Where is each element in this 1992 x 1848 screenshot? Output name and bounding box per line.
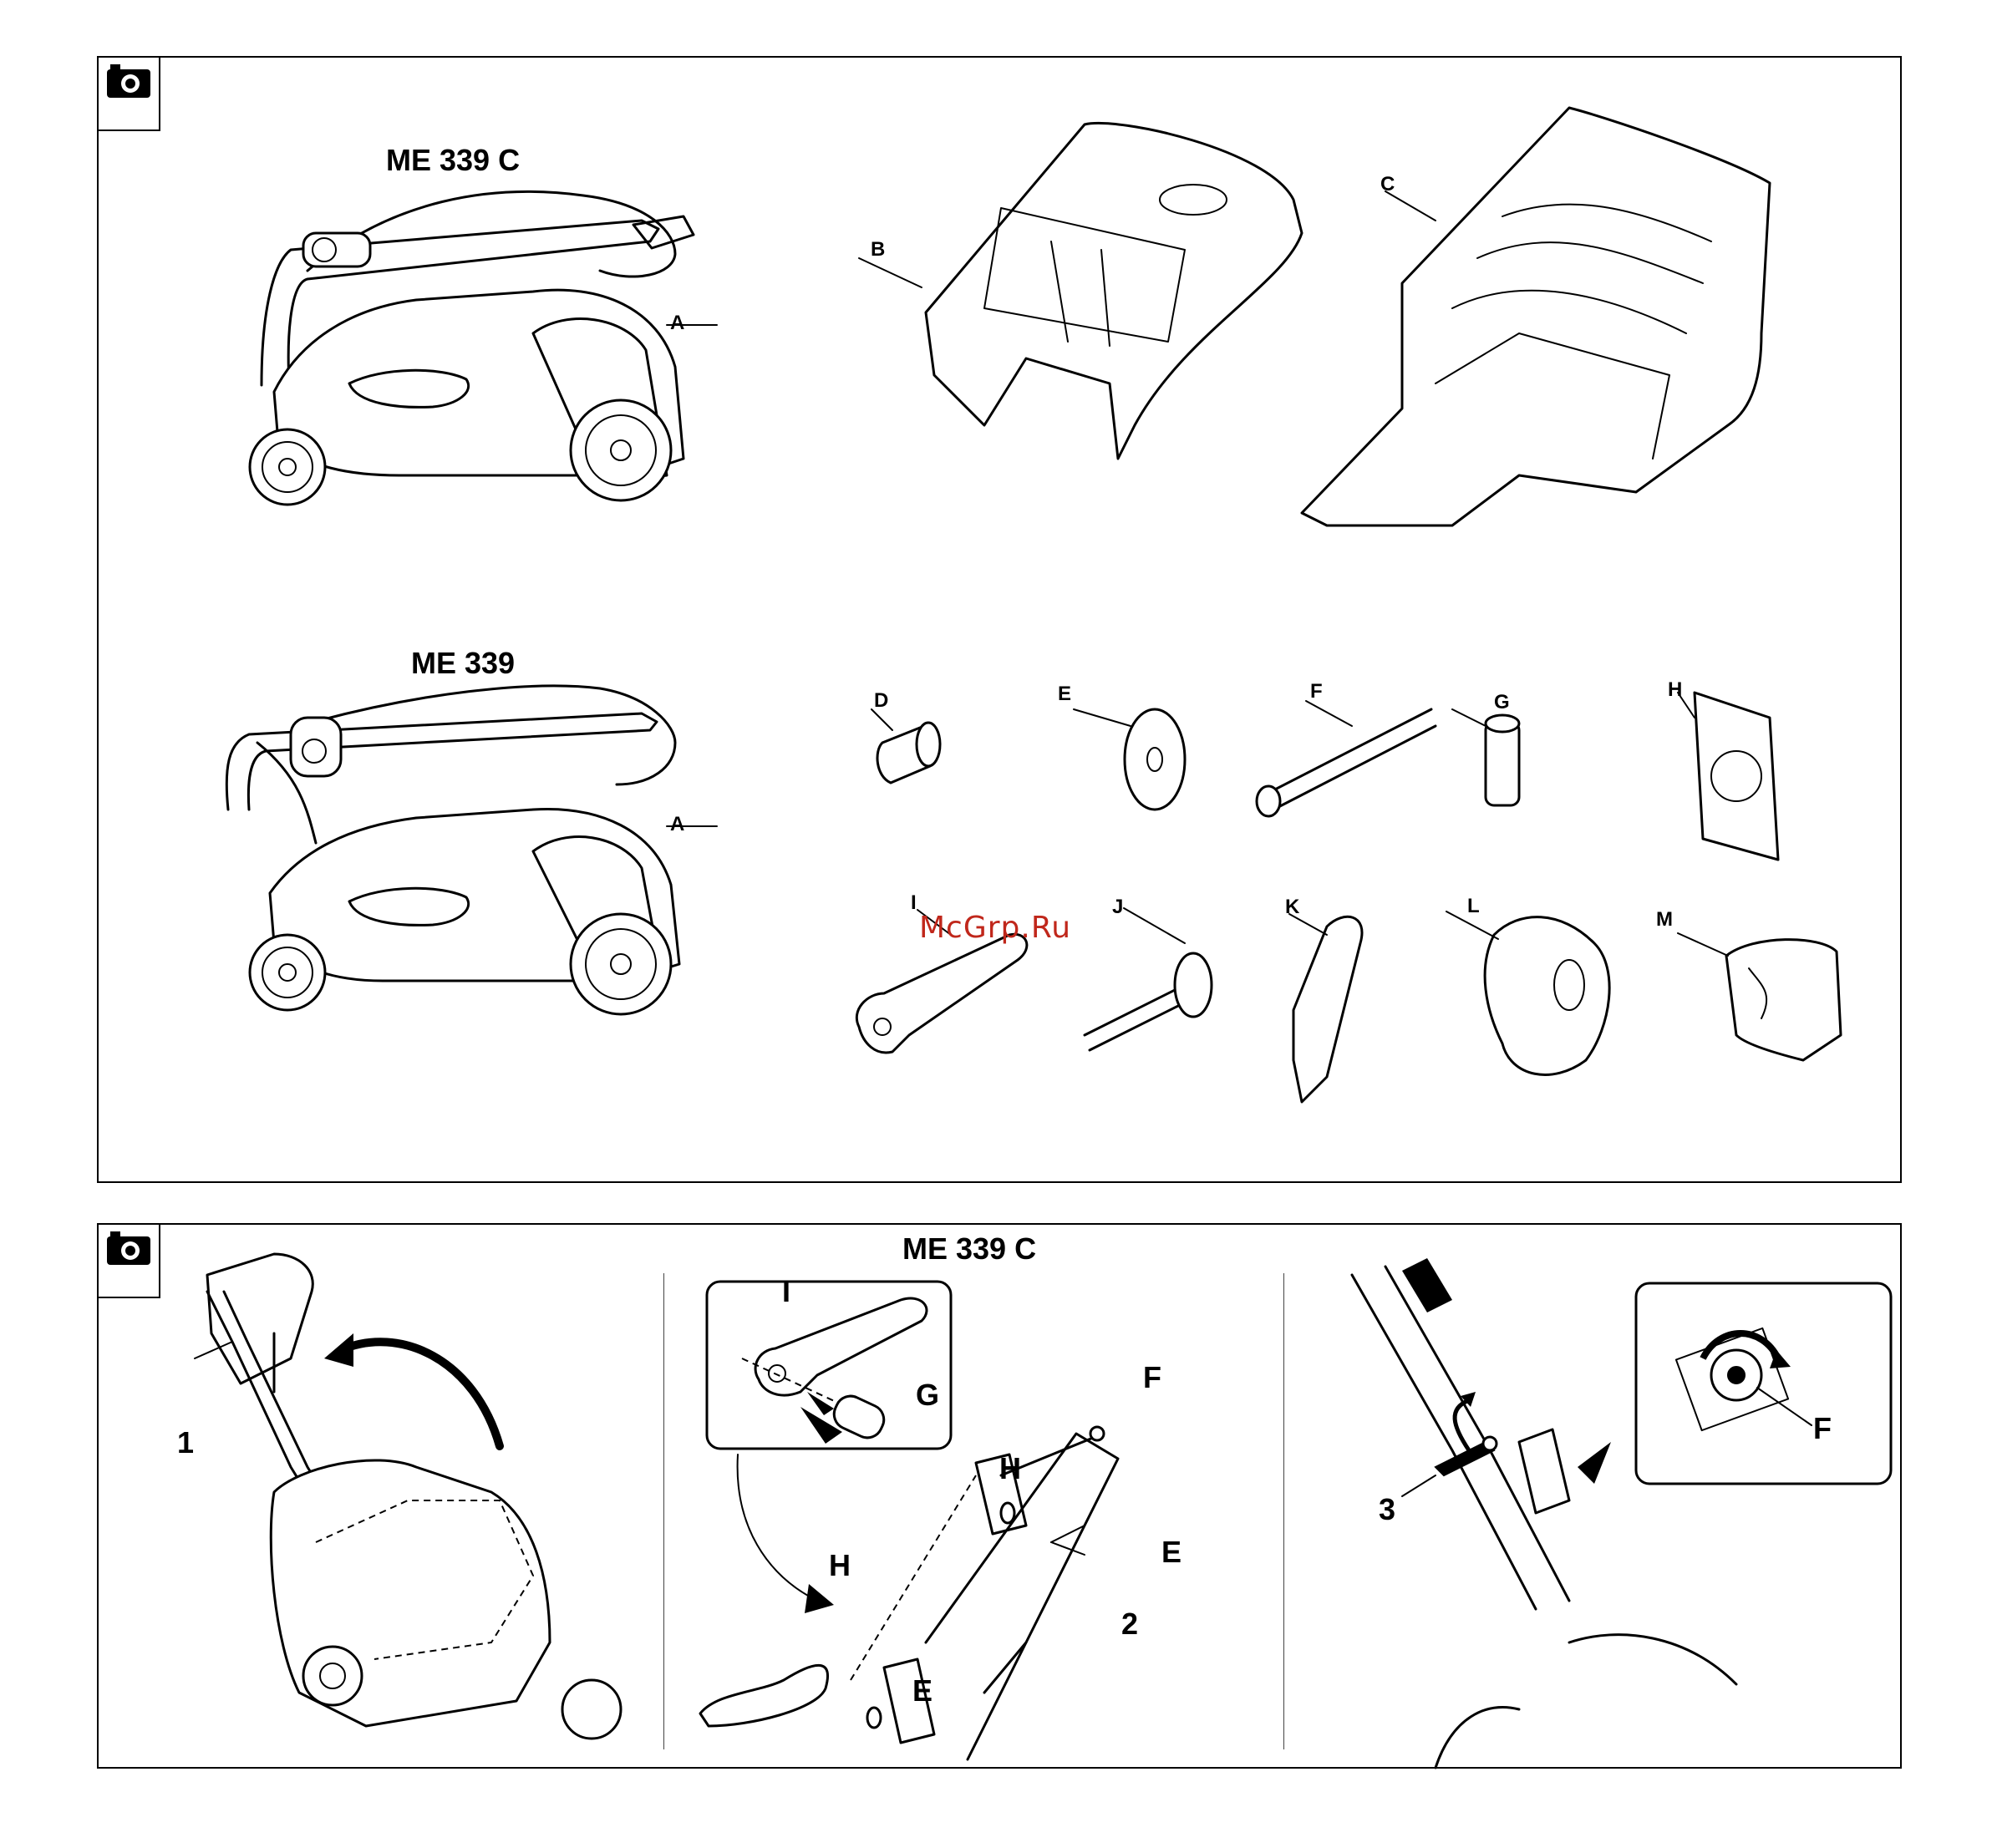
part-label-c: C [1380, 175, 1395, 195]
callout-h-lower: H [829, 1551, 851, 1581]
part-label-k: K [1285, 897, 1299, 917]
part-label-b: B [871, 240, 885, 260]
assembly-illustrations [99, 1225, 1903, 1770]
callout-e-right: E [1161, 1537, 1181, 1567]
callout-g: G [916, 1380, 939, 1410]
part-label-i: I [911, 893, 917, 913]
callout-f-left: F [1143, 1363, 1161, 1393]
callout-i: I [782, 1277, 790, 1307]
part-label-h: H [1668, 680, 1682, 700]
part-label-e: E [1058, 684, 1071, 704]
part-label-f: F [1310, 682, 1323, 702]
callout-e-left: E [912, 1676, 932, 1706]
mower-c-illustration [99, 58, 1903, 1185]
part-label-a2: A [670, 815, 684, 835]
step-label-3: 3 [1379, 1495, 1395, 1525]
part-label-j: J [1112, 897, 1123, 917]
part-label-a1: A [670, 313, 684, 333]
parts-overview-panel: ME 339 C ME 339 [97, 56, 1902, 1183]
callout-f-inset: F [1813, 1414, 1832, 1444]
part-label-m: M [1656, 910, 1673, 930]
part-label-d: D [874, 691, 888, 711]
step-label-2: 2 [1121, 1609, 1138, 1639]
watermark: McGrp.Ru [919, 911, 1071, 945]
step-label-1: 1 [177, 1428, 194, 1458]
callout-h-upper: H [999, 1454, 1021, 1484]
part-label-g: G [1494, 693, 1510, 713]
part-label-l: L [1467, 896, 1480, 916]
assembly-steps-panel: ME 339 C [97, 1223, 1902, 1769]
